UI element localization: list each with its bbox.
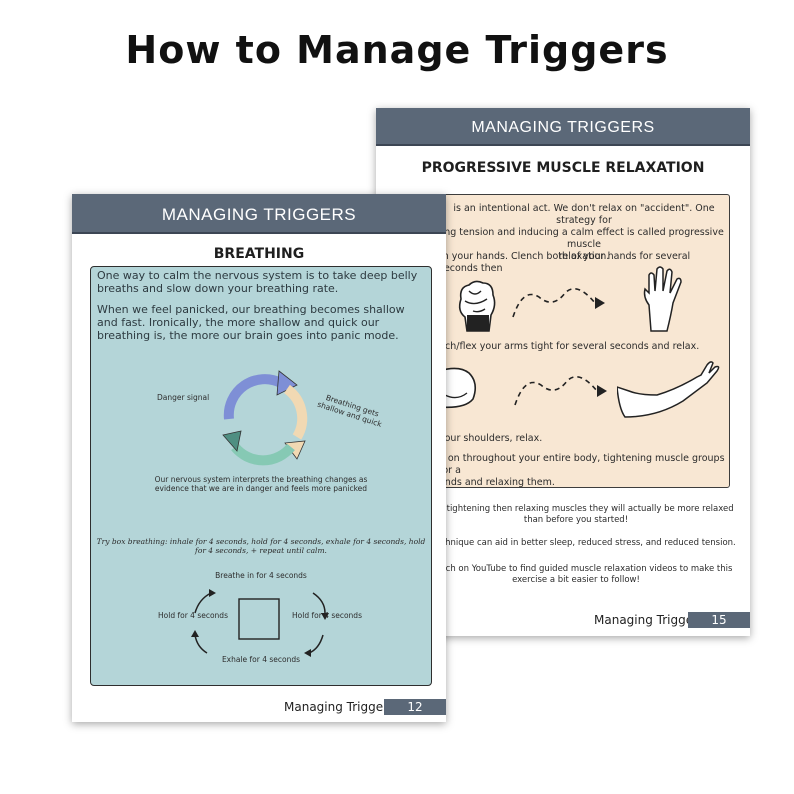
pmr-hands-step: th your hands. Clench both of your hands… [439,251,691,274]
pmr-instructions-box: is an intentional act. We don't relax on… [398,194,730,488]
box-breathing-instructions: Try box breathing: inhale for 4 seconds,… [96,537,426,555]
dashed-arrow-icon [512,287,605,318]
intro-paragraph-2: When we feel panicked, our breathing bec… [97,303,405,342]
pmr-arms-step: nch/flex your arms tight for several sec… [439,341,700,352]
intro-paragraph-1: One way to calm the nervous system is to… [97,269,418,295]
hold-right-label: Hold for 4 seconds [292,611,362,620]
section-title: PROGRESSIVE MUSCLE RELAXATION [421,160,705,176]
section-title: BREATHING [213,246,305,262]
breathing-info-box: One way to calm the nervous system is to… [90,266,432,686]
nervous-system-caption: Our nervous system interprets the breath… [154,475,368,493]
pmr-intro: is an intentional act. We don't relax on… [444,203,724,262]
main-title: How to Manage Triggers [125,28,669,72]
breathe-in-label: Breathe in for 4 seconds [215,571,307,580]
page-header: MANAGING TRIGGERS [72,194,446,234]
flexed-arm-icon [439,367,477,409]
pmr-benefits-text: ion technique can aid in better sleep, r… [416,538,736,548]
pmr-youtube-tip: o search on YouTube to find guided muscl… [419,564,733,585]
pmr-result-text: onally tightening then relaxing muscles … [418,504,734,525]
exhale-label: Exhale for 4 seconds [221,655,301,664]
pmr-body-step: e on throughout your entire body, tighte… [439,453,725,488]
relaxed-arm-icon [617,361,720,418]
open-hand-icon [643,266,682,332]
hold-left-label: Hold for 4 seconds [158,611,228,620]
footer-label: Managing Triggers [594,613,705,627]
box-breathing-diagram [191,589,329,657]
danger-signal-label: Danger signal [157,393,210,402]
dashed-arrow-icon [514,375,607,406]
page-number: 12 [384,699,446,715]
clenched-fist-icon [458,280,496,332]
page-header: MANAGING TRIGGERS [376,108,750,146]
breathing-intro: One way to calm the nervous system is to… [97,269,427,350]
footer-label: Managing Triggers [284,700,395,714]
panic-cycle-diagram [222,370,308,466]
pmr-shoulders-step: your shoulders, relax. [439,433,543,444]
page-number: 15 [688,612,750,628]
page-breathing: MANAGING TRIGGERS BREATHING One way to c… [72,194,446,722]
